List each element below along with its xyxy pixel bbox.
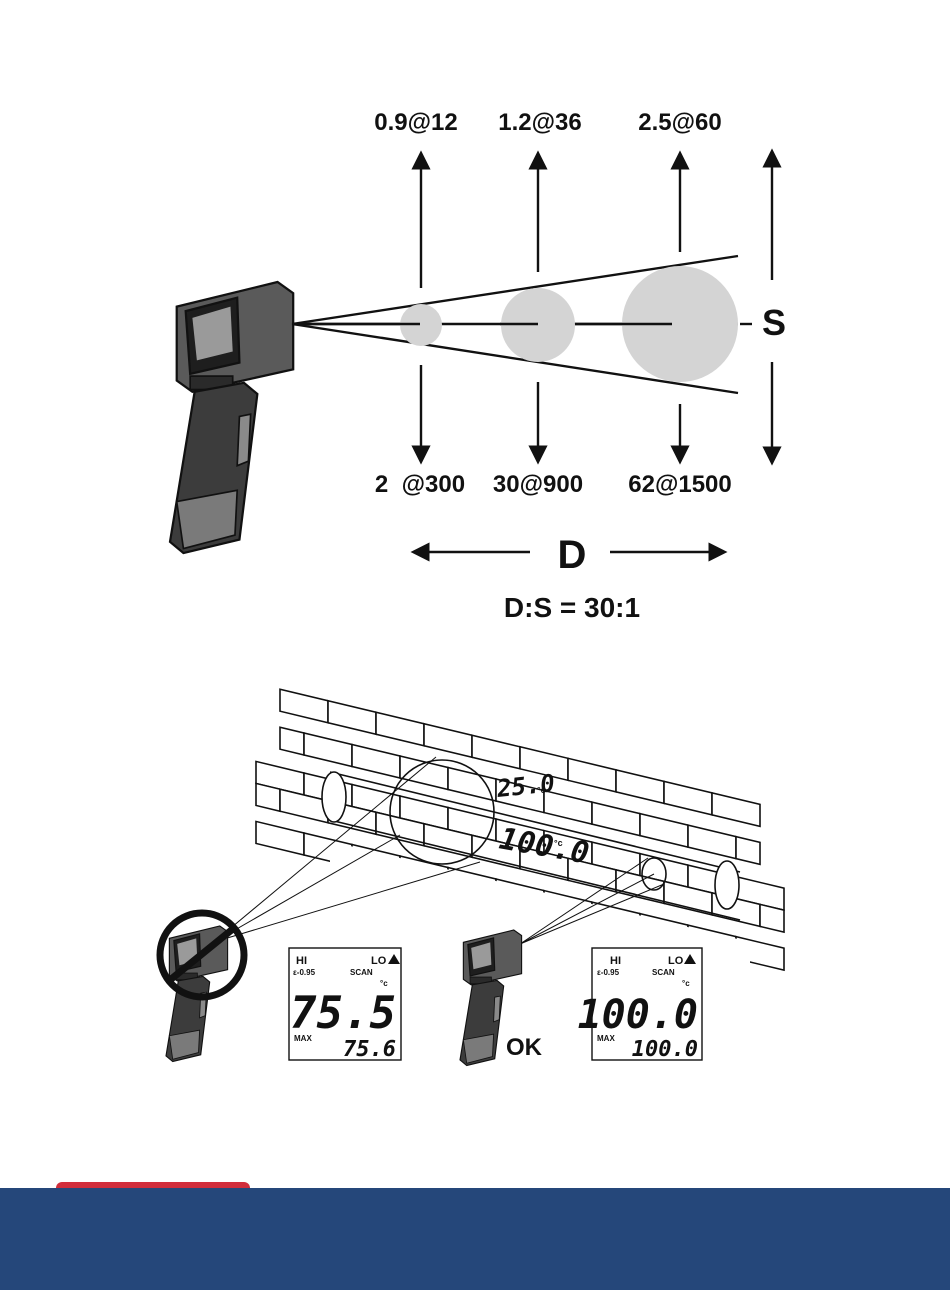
top-label-2: 1.2@36 xyxy=(498,109,581,136)
display-1-emissivity: ε-0.95 xyxy=(293,968,316,977)
footer-bar xyxy=(0,1188,950,1290)
display-1-hi: HI xyxy=(296,955,307,967)
display-2-max-value: 100.0 xyxy=(632,1037,698,1062)
display-panel-2: HI LO ε-0.95 SCAN °c 100.0 MAX 100.0 xyxy=(578,948,702,1062)
display-2-hi: HI xyxy=(610,955,621,967)
wall-reading-2-unit: °c xyxy=(554,838,563,848)
display-1-scan: SCAN xyxy=(350,968,373,977)
display-panel-1: HI LO ε-0.95 SCAN °c 75.5 MAX 75.6 xyxy=(289,948,401,1062)
bottom-label-2: 30@900 xyxy=(493,471,583,498)
ds-diagram: 0.9@12 1.2@36 2.5@60 2 @300 30@900 62@15… xyxy=(170,109,786,623)
display-1-unit: °c xyxy=(380,979,388,988)
wall-reading-1-unit: °c xyxy=(537,785,546,795)
thermometer-icon xyxy=(170,282,293,553)
display-2-unit: °c xyxy=(682,979,690,988)
display-1-main: 75.5 xyxy=(290,988,396,1039)
display-2-lo: LO xyxy=(668,955,684,967)
wall-scene: 25.0 °c 100.0 °c OK HI LO xyxy=(160,683,784,1065)
display-1-max-value: 75.6 xyxy=(343,1037,396,1062)
ok-label: OK xyxy=(506,1034,543,1061)
s-label: S xyxy=(762,302,786,343)
display-1-lo: LO xyxy=(371,955,387,967)
top-label-3: 2.5@60 xyxy=(638,109,721,136)
bottom-label-1: 2 @300 xyxy=(375,471,465,498)
display-2-max-label: MAX xyxy=(597,1034,615,1043)
display-2-main: 100.0 xyxy=(578,992,698,1038)
display-2-emissivity: ε-0.95 xyxy=(597,968,620,977)
d-label: D xyxy=(558,533,587,577)
display-1-max-label: MAX xyxy=(294,1034,312,1043)
top-label-1: 0.9@12 xyxy=(374,109,457,136)
bottom-label-3: 62@1500 xyxy=(628,471,732,498)
ds-ratio-label: D:S = 30:1 xyxy=(504,592,640,623)
display-2-scan: SCAN xyxy=(652,968,675,977)
